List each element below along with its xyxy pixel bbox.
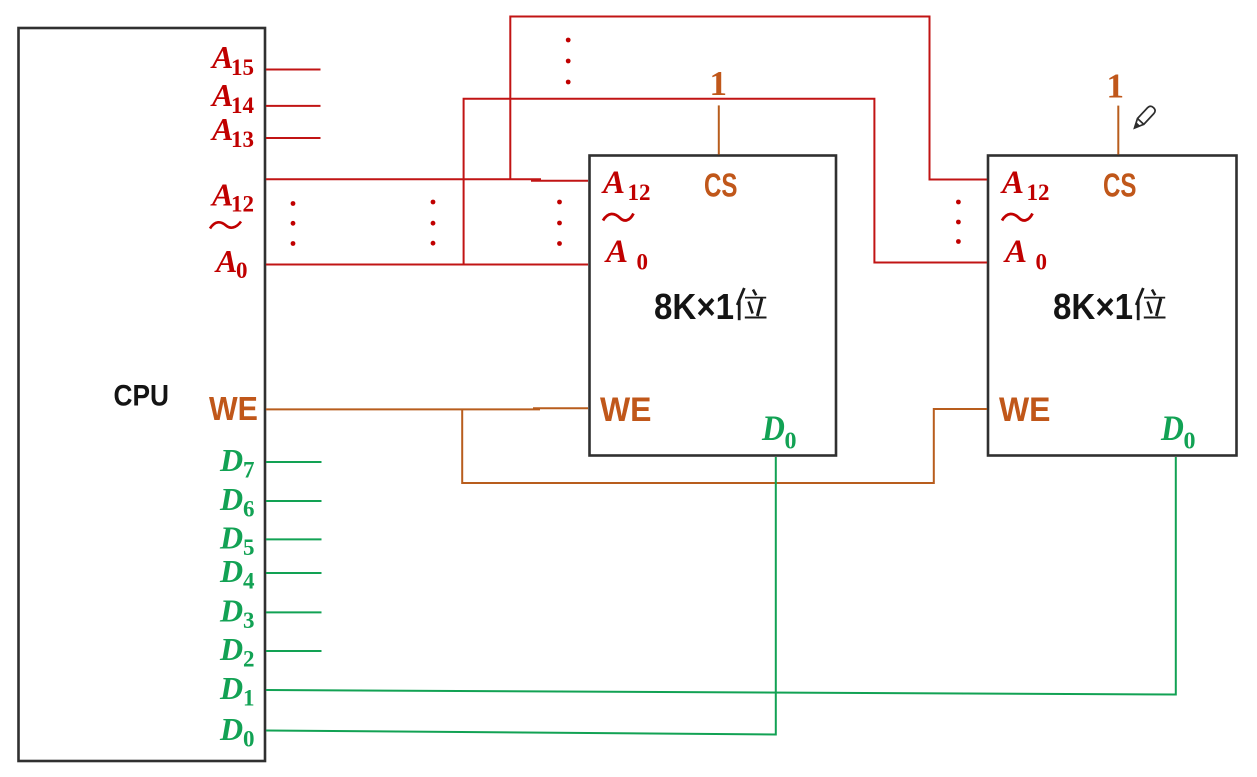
svg-text:D: D [1160, 409, 1184, 448]
svg-text:0: 0 [243, 727, 255, 752]
svg-text:D: D [219, 631, 243, 667]
svg-text:D: D [219, 442, 243, 478]
svg-text:A: A [210, 77, 233, 113]
svg-text:A: A [604, 234, 628, 270]
svg-text:13: 13 [231, 127, 254, 152]
svg-text:0: 0 [637, 250, 649, 275]
svg-text:12: 12 [628, 180, 651, 205]
svg-text:1: 1 [710, 64, 728, 103]
svg-text:CPU: CPU [114, 379, 169, 412]
svg-text:8K×1: 8K×1 [1053, 288, 1133, 328]
svg-text:WE: WE [999, 390, 1050, 428]
svg-text:D: D [219, 481, 243, 517]
svg-text:6: 6 [243, 497, 255, 522]
svg-text:A: A [210, 39, 233, 75]
svg-text:D: D [219, 711, 243, 747]
svg-text:0: 0 [1036, 250, 1048, 275]
svg-text:D: D [761, 409, 785, 448]
svg-text:A: A [601, 165, 625, 201]
svg-text:8K×1: 8K×1 [654, 288, 734, 328]
svg-text:5: 5 [243, 535, 255, 560]
svg-text:CS: CS [1103, 168, 1136, 205]
svg-text:CS: CS [704, 168, 737, 205]
svg-text:A: A [1000, 165, 1024, 201]
svg-text:A: A [210, 111, 233, 147]
svg-text:15: 15 [231, 55, 254, 80]
svg-text:3: 3 [243, 608, 255, 633]
svg-text:4: 4 [243, 569, 255, 594]
svg-text:12: 12 [1027, 180, 1050, 205]
svg-text:14: 14 [231, 93, 255, 118]
svg-text:D: D [219, 519, 243, 555]
svg-text:D: D [219, 592, 243, 628]
svg-text:D: D [219, 553, 243, 589]
svg-text:0: 0 [1184, 429, 1196, 455]
svg-text:0: 0 [236, 258, 248, 283]
svg-text:1: 1 [243, 686, 255, 711]
svg-text:WE: WE [209, 390, 258, 427]
svg-text:2: 2 [243, 647, 255, 672]
svg-text:0: 0 [785, 429, 797, 455]
svg-text:7: 7 [243, 458, 255, 483]
svg-text:D: D [219, 670, 243, 706]
svg-text:12: 12 [231, 192, 254, 217]
svg-text:A: A [210, 177, 233, 213]
svg-text:WE: WE [600, 390, 651, 428]
svg-text:A: A [214, 243, 237, 279]
svg-text:1: 1 [1107, 67, 1125, 106]
svg-text:A: A [1003, 234, 1027, 270]
